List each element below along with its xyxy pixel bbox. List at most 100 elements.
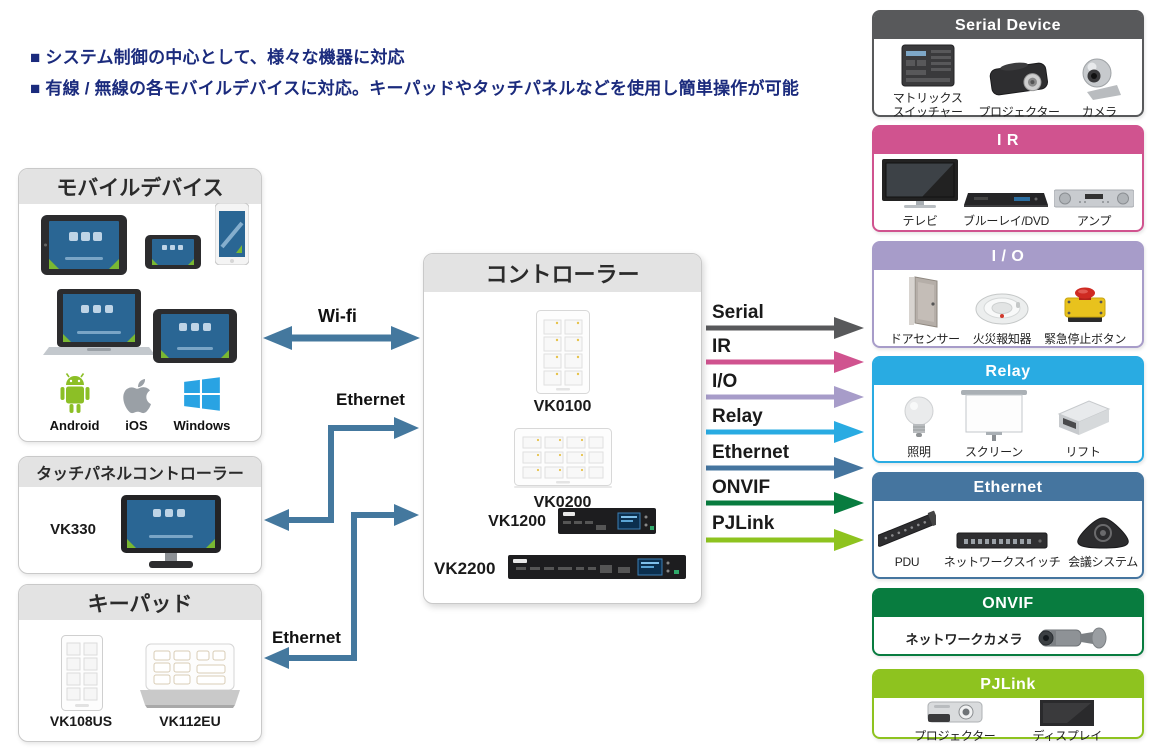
emergency-stop-icon [1064, 287, 1106, 322]
conference-system-icon [1077, 517, 1129, 549]
vk1200-image [558, 508, 656, 534]
conference-system-caption: 会議システム [1068, 555, 1138, 569]
network-camera-caption: ネットワークカメラ [905, 631, 1023, 647]
vk330-label: VK330 [50, 521, 96, 538]
fire-alarm-caption: 火災報知器 [972, 332, 1032, 346]
keypad-title: キーパッド [19, 585, 261, 620]
serial-device-box-title: Serial Device [874, 12, 1142, 39]
light-item: 照明 [903, 396, 935, 460]
conference-system-item: 会議システム [1068, 514, 1138, 570]
laptop-image [43, 289, 155, 355]
network-camera-icon [1038, 627, 1106, 649]
headline: ■ システム制御の中心として、様々な機器に対応 ■ 有線 / 無線の各モバイルデ… [30, 42, 799, 104]
pjlink-arrow-label: PJLink [712, 513, 775, 534]
platform-ios: iOS [119, 373, 153, 433]
amp-caption: アンプ [1076, 214, 1112, 228]
pdu-icon [878, 510, 936, 547]
vk0100-label: VK0100 [533, 398, 592, 415]
phone-landscape-image [145, 235, 201, 269]
wifi-arrow-label: Wi-fi [318, 306, 357, 326]
controller-panel: コントローラー VK0100 [423, 253, 702, 604]
pjlink-projector-caption: プロジェクター [914, 729, 996, 743]
ethernet-touchpanel-arrow [264, 417, 419, 531]
door-icon [908, 276, 938, 328]
io-arrow-label: I/O [712, 371, 738, 392]
pdu-item: PDU [878, 506, 936, 570]
tablet-small-image [153, 309, 237, 363]
vk0200-label: VK0200 [533, 494, 592, 511]
emergency-stop-item: 緊急停止ボタン [1044, 283, 1126, 347]
emergency-stop-caption: 緊急停止ボタン [1044, 332, 1127, 346]
lift-icon [1057, 400, 1111, 435]
platform-row: Android iOS [19, 373, 261, 433]
phone-portrait-image [215, 203, 249, 265]
android-icon [60, 373, 90, 413]
bluray-player-icon [963, 193, 1048, 207]
lift-item: リフト [1053, 398, 1113, 460]
network-switch-icon [956, 532, 1048, 549]
windows-icon [184, 377, 220, 411]
bluray-item: ブルーレイ/DVD [963, 189, 1049, 229]
vk112eu-label: VK112EU [159, 713, 221, 729]
onvif-arrow-label: ONVIF [712, 477, 771, 498]
keypad-panel: キーパッド VK108US VK112 [18, 584, 262, 742]
pjlink-projector-item: プロジェクター [914, 700, 996, 744]
controller-title: コントローラー [424, 254, 701, 292]
platform-android-label: Android [49, 418, 100, 433]
pdu-caption: PDU [894, 555, 920, 569]
tv-caption: テレビ [902, 214, 938, 228]
ethernet-box: Ethernet PDU [872, 472, 1144, 579]
headline-line-2: ■ 有線 / 無線の各モバイルデバイスに対応。キーパッドやタッチパネルなどを使用… [30, 79, 800, 98]
apple-icon [123, 378, 152, 414]
screen-caption: スクリーン [965, 445, 1023, 459]
projection-screen-icon [961, 390, 1027, 441]
camera-icon [1082, 58, 1122, 100]
vk108us-label: VK108US [49, 713, 113, 729]
headline-line-1: ■ システム制御の中心として、様々な機器に対応 [30, 48, 405, 67]
ir-arrow-label: IR [712, 336, 731, 357]
tv-icon [882, 159, 958, 208]
matrix-switcher-icon [901, 44, 955, 87]
io-box-title: I / O [874, 243, 1142, 270]
onvif-box-title: ONVIF [874, 590, 1142, 617]
network-camera-item: ネットワークカメラ [874, 617, 1142, 659]
amplifier-icon [1053, 189, 1134, 208]
onvif-box: ONVIF ネットワークカメラ [872, 588, 1144, 656]
display-icon [1040, 700, 1095, 726]
display-item: ディスプレイ [1033, 700, 1102, 744]
ethernet-arrow-label: Ethernet [712, 442, 790, 463]
amp-item: アンプ [1053, 187, 1134, 229]
serial-projector-caption: プロジェクター [978, 104, 1060, 119]
pjlink-box-title: PJLink [874, 671, 1142, 698]
relay-box-title: Relay [874, 358, 1142, 385]
ethernet-box-title: Ethernet [874, 474, 1142, 501]
pjlink-projector-icon [927, 701, 983, 723]
ir-box-title: I R [874, 127, 1142, 154]
vk0200-image [514, 428, 612, 488]
network-switch-item: ネットワークスイッチ [944, 530, 1061, 570]
light-caption: 照明 [907, 445, 931, 459]
fire-alarm-icon [975, 293, 1029, 325]
projector-icon [989, 62, 1049, 96]
platform-windows: Windows [173, 373, 230, 433]
matrix-switcher-item: マトリックス スイッチャー [893, 44, 963, 120]
fire-alarm-item: 火災報知器 [973, 289, 1032, 347]
touchpanel-panel: タッチパネルコントローラー VK330 [18, 456, 262, 574]
ethernet-keypad-label: Ethernet [272, 628, 341, 647]
network-switch-caption: ネットワークスイッチ [943, 555, 1061, 569]
io-box: I / O ドアセンサー 火災報知器 [872, 241, 1144, 348]
serial-camera-caption: カメラ [1081, 104, 1117, 119]
vk112eu-image [140, 643, 240, 708]
display-caption: ディスプレイ [1032, 729, 1103, 743]
tv-item: テレビ [882, 159, 958, 229]
relay-arrow-label: Relay [712, 406, 763, 427]
relay-box: Relay 照明 スクリ [872, 356, 1144, 463]
serial-camera-item: カメラ [1075, 56, 1123, 120]
ir-box: I R テレビ ブルーレ [872, 125, 1144, 232]
vk330-image [121, 495, 221, 568]
vk1200-label: VK1200 [488, 513, 546, 530]
bluray-caption: ブルーレイ/DVD [963, 214, 1049, 228]
matrix-switcher-caption: マトリックス スイッチャー [892, 91, 963, 119]
serial-device-box: Serial Device マトリックス スイッチャー [872, 10, 1144, 120]
